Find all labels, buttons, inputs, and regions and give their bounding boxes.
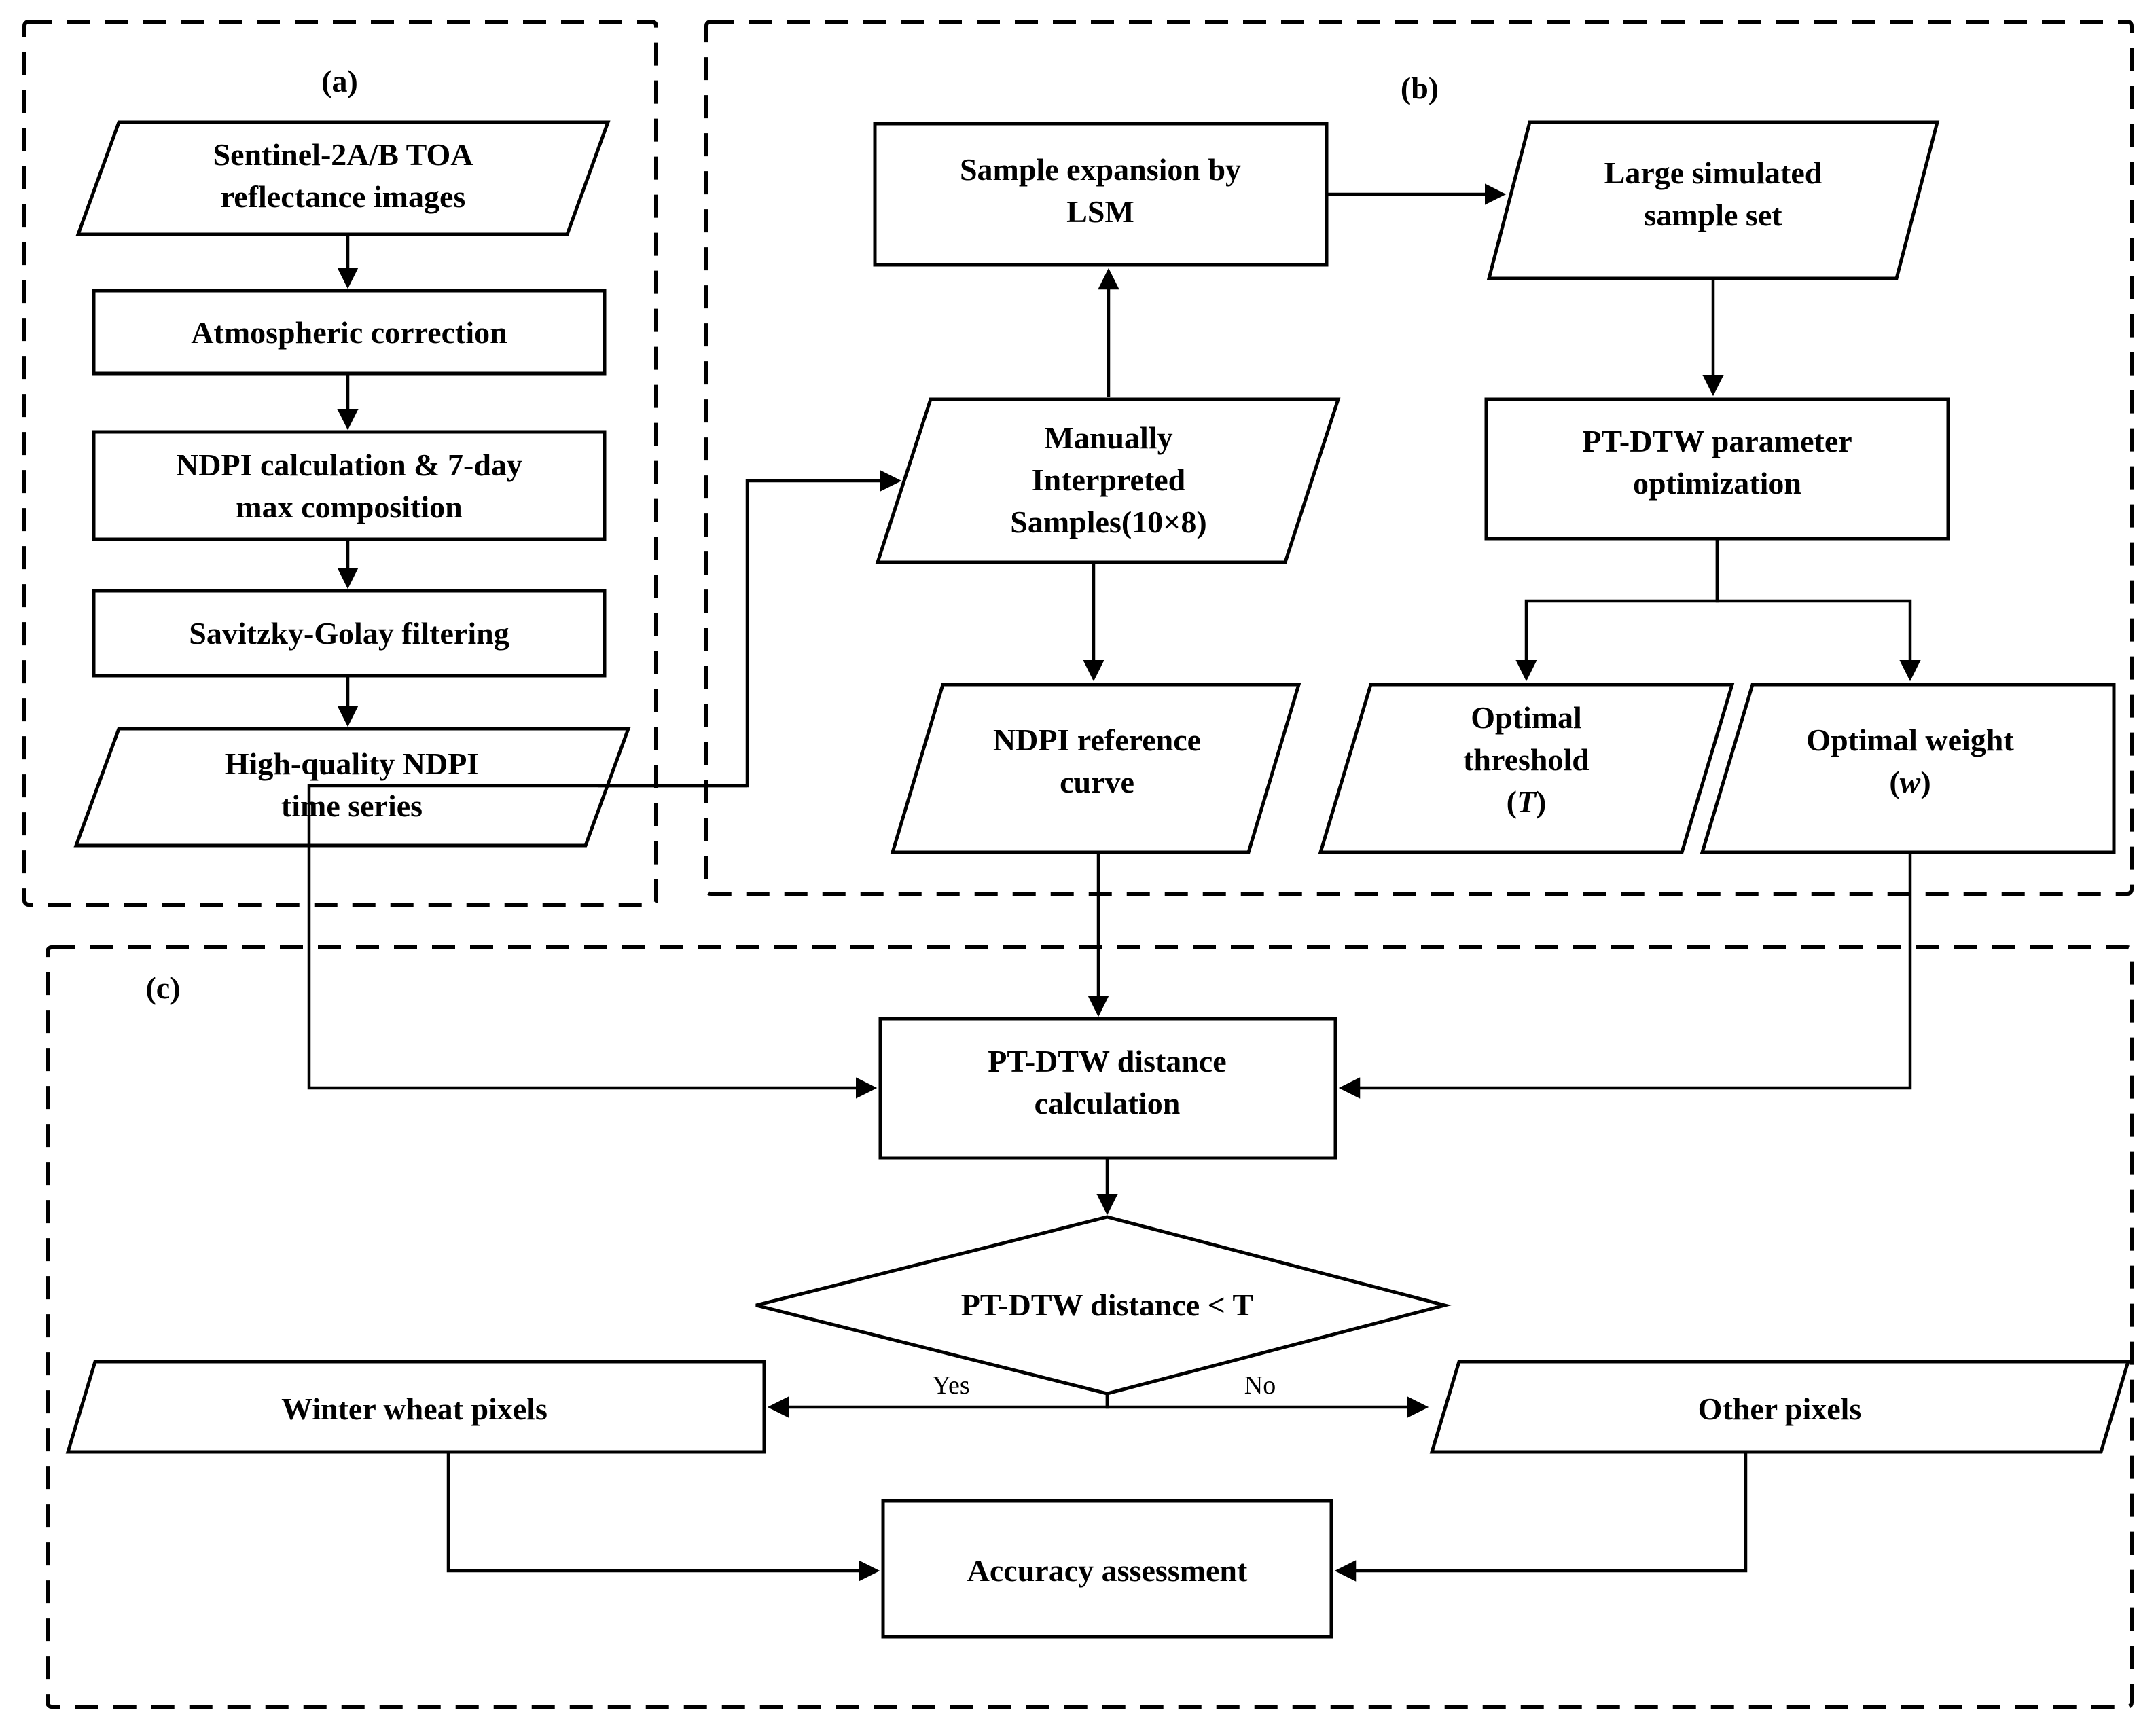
edge-b7-to-c1: [1338, 854, 1912, 1099]
edge-b4-to-b7: [1715, 540, 1921, 682]
node-ptdtw-parameter-optimization-line2: optimization: [1633, 466, 1801, 501]
panel-a-frame: [22, 20, 658, 907]
edge-c2-no-to-c4: [1105, 1394, 1429, 1418]
node-sentinel-toa-images-line1: Sentinel-2A/B TOA: [213, 137, 473, 172]
node-optimal-weight-line1: Optimal weight: [1806, 723, 2014, 757]
node-ptdtw-parameter-optimization-line1: PT-DTW parameter: [1582, 424, 1852, 458]
node-optimal-threshold-line2: threshold: [1463, 742, 1589, 777]
node-atmospheric-correction-label: Atmospheric correction: [191, 315, 507, 350]
node-other-pixels-label: Other pixels: [1698, 1392, 1862, 1426]
node-accuracy-assessment[interactable]: [881, 1499, 1333, 1639]
panel-a-label: (a): [321, 64, 358, 98]
node-high-quality-ndpi-series-line1: High-quality NDPI: [225, 746, 479, 781]
optimal-weight-symbol: w: [1900, 765, 1921, 799]
panel-c-frame: [46, 945, 2134, 1709]
node-manually-interpreted-samples-line3: Samples(10×8): [1010, 505, 1206, 539]
node-large-simulated-sample-set-line1: Large simulated: [1604, 156, 1822, 190]
panel-c-label: (c): [145, 970, 180, 1005]
edge-a5-to-c1: [307, 784, 878, 1099]
node-sample-expansion-lsm[interactable]: [873, 122, 1329, 267]
node-manually-interpreted-samples-line2: Interpreted: [1032, 462, 1186, 497]
node-winter-wheat-pixels[interactable]: [65, 1360, 766, 1454]
node-sentinel-toa-images-line2: reflectance images: [221, 179, 466, 214]
node-decision-ptdtw-threshold-label: PT-DTW distance < T: [961, 1288, 1254, 1322]
node-ndpi-calculation-line2: max composition: [236, 490, 463, 524]
node-accuracy-assessment-label: Accuracy assessment: [967, 1553, 1248, 1588]
node-ndpi-calculation[interactable]: [92, 430, 607, 541]
node-savitzky-golay-filtering-label: Savitzky-Golay filtering: [189, 616, 509, 651]
node-manually-interpreted-samples[interactable]: [875, 397, 1341, 564]
node-ndpi-reference-curve-line1: NDPI reference: [993, 723, 1201, 757]
optimal-threshold-paren-open: (: [1507, 784, 1517, 819]
node-optimal-threshold-symbol-group: (T): [1507, 784, 1547, 819]
node-optimal-threshold[interactable]: [1318, 683, 1735, 854]
node-optimal-weight[interactable]: [1700, 683, 2116, 854]
node-optimal-weight-symbol-group: (w): [1889, 765, 1930, 799]
node-large-simulated-sample-set[interactable]: [1486, 120, 1940, 280]
node-winter-wheat-pixels-label: Winter wheat pixels: [281, 1392, 547, 1426]
edge-c4-to-c5: [1334, 1453, 1748, 1582]
node-other-pixels[interactable]: [1429, 1360, 2131, 1454]
node-sentinel-toa-images[interactable]: [75, 120, 611, 236]
optimal-threshold-symbol: T: [1517, 784, 1537, 819]
node-ndpi-calculation-line1: NDPI calculation & 7-day: [176, 448, 522, 482]
node-sample-expansion-lsm-line1: Sample expansion by: [960, 152, 1241, 187]
node-high-quality-ndpi-series-line2: time series: [281, 788, 423, 823]
optimal-threshold-paren-close: ): [1536, 784, 1546, 819]
node-ptdtw-distance-calculation[interactable]: [878, 1017, 1337, 1160]
node-large-simulated-sample-set-line2: sample set: [1644, 198, 1782, 232]
node-ndpi-reference-curve-line2: curve: [1060, 765, 1134, 799]
optimal-weight-paren-close: ): [1920, 765, 1930, 799]
node-ptdtw-distance-calculation-line1: PT-DTW distance: [988, 1044, 1226, 1078]
edge-c3-to-c5: [446, 1453, 880, 1582]
node-atmospheric-correction[interactable]: [92, 289, 607, 376]
node-savitzky-golay-filtering[interactable]: [92, 589, 607, 678]
node-ptdtw-parameter-optimization[interactable]: [1484, 397, 1950, 541]
edge-label-no: No: [1244, 1371, 1276, 1400]
node-optimal-threshold-line1: Optimal: [1471, 700, 1582, 735]
edge-label-yes: Yes: [932, 1371, 969, 1400]
node-sample-expansion-lsm-line2: LSM: [1066, 194, 1134, 229]
node-ptdtw-distance-calculation-line2: calculation: [1035, 1086, 1181, 1121]
node-ndpi-reference-curve[interactable]: [890, 683, 1301, 854]
panel-b-label: (b): [1401, 71, 1439, 105]
node-manually-interpreted-samples-line1: Manually: [1044, 420, 1172, 455]
optimal-weight-paren-open: (: [1889, 765, 1899, 799]
panel-b-frame: [704, 20, 2134, 896]
